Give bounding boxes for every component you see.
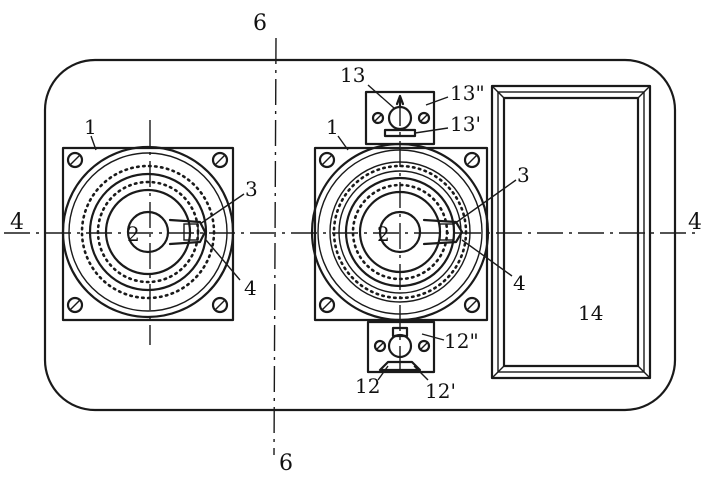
left-center-hub — [126, 210, 170, 254]
label-bottom-fixture-cap: 12" — [444, 329, 479, 353]
base-plate — [43, 58, 677, 412]
label-center-right: 2 — [377, 222, 390, 246]
label-arm-right: 3 — [517, 163, 530, 187]
label-top-fixture-main: 13 — [340, 63, 365, 87]
label-housing-left: 1 — [84, 115, 97, 139]
label-arm-left: 3 — [245, 177, 258, 201]
right-burner-unit: 1 2 3 4 — [310, 100, 530, 375]
left-arm — [168, 218, 207, 246]
label-top-fixture-base: 13' — [450, 112, 481, 136]
tray-outer — [490, 84, 652, 380]
section-label-4-right: 4 — [688, 210, 702, 235]
right-center-hub — [378, 210, 422, 254]
label-tray: 14 — [578, 301, 603, 325]
left-screws — [66, 151, 229, 314]
right-arm — [422, 218, 464, 246]
section-label-6-bottom: 6 — [279, 451, 293, 476]
label-tip-left: 4 — [244, 276, 257, 300]
top-fixture-box — [364, 90, 436, 146]
tray: 14 — [490, 84, 652, 380]
left-burner-unit: 1 2 3 4 — [61, 115, 258, 345]
bottom-fixture: 12 12' 12" — [355, 320, 479, 403]
label-tip-right: 4 — [513, 271, 526, 295]
right-screws — [318, 151, 481, 314]
label-bottom-fixture-main: 12 — [355, 374, 380, 398]
section-label-4-left: 4 — [10, 210, 24, 235]
bottom-fixture-box — [366, 320, 436, 374]
label-top-fixture-cap: 13" — [450, 81, 485, 105]
section-label-6-top: 6 — [253, 11, 267, 36]
section-line-6 — [273, 37, 277, 456]
label-bottom-fixture-base: 12' — [425, 379, 456, 403]
label-center-left: 2 — [127, 222, 140, 246]
top-fixture: 13 13" 13' — [340, 63, 485, 146]
label-housing-right: 1 — [326, 115, 339, 139]
